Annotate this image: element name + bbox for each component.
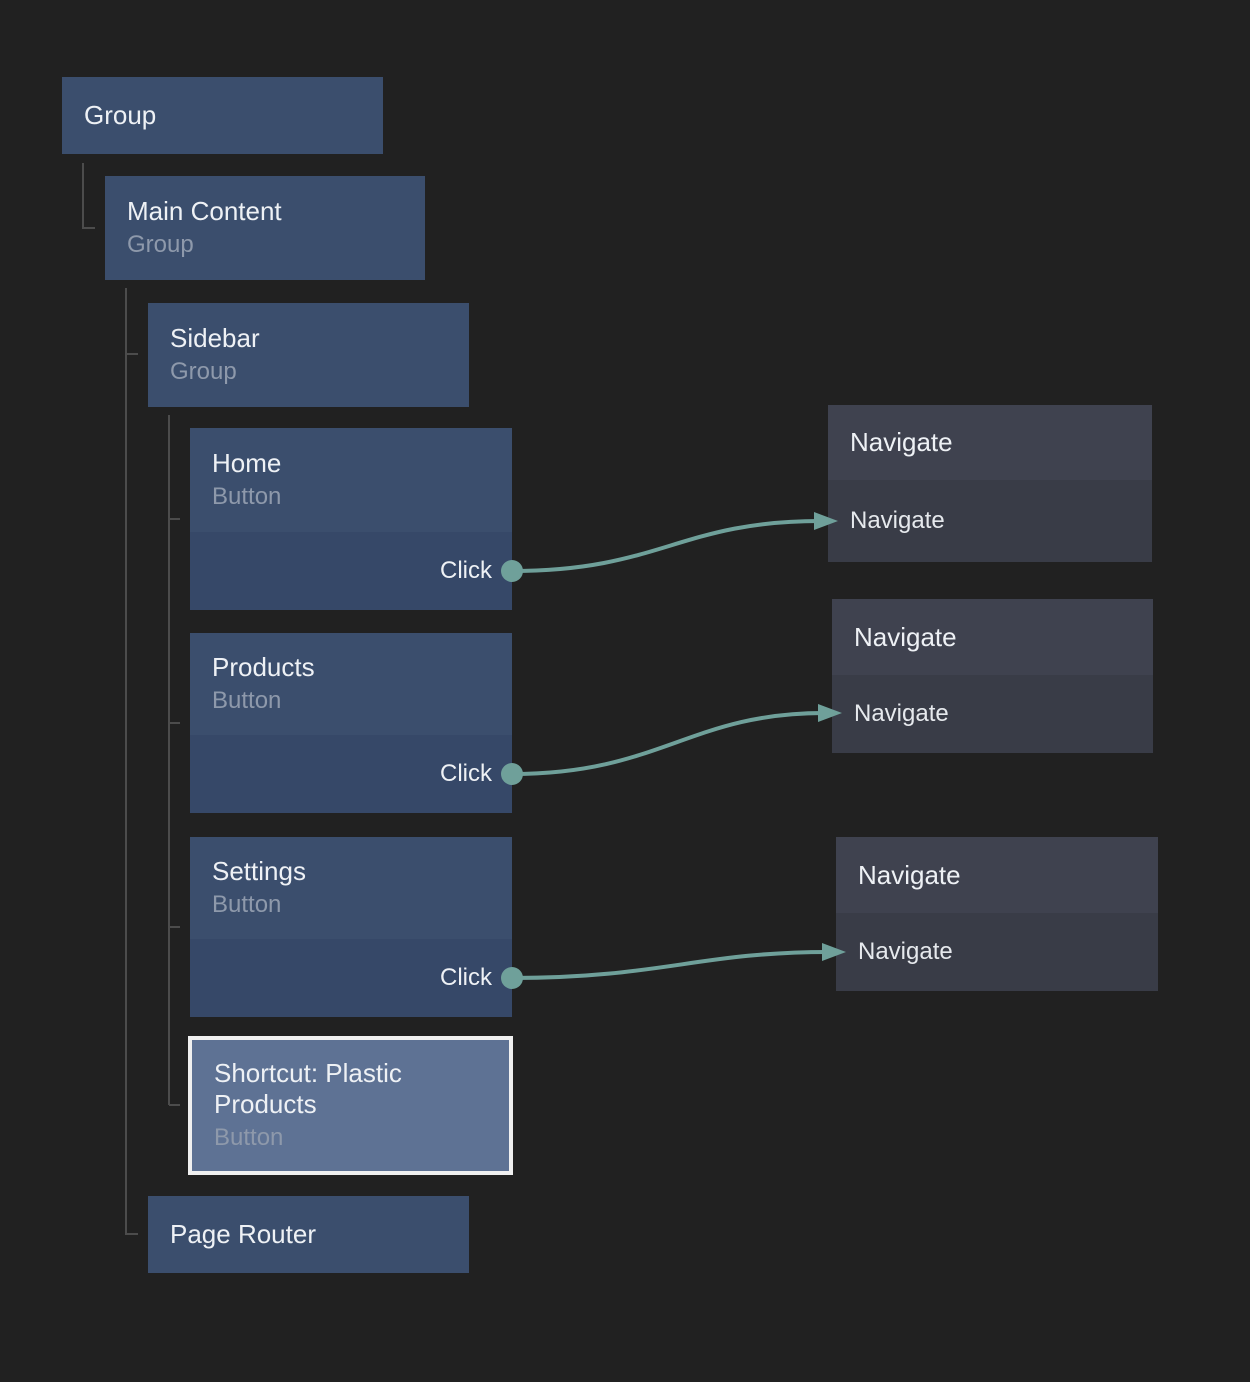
node-navigate-2[interactable]: Navigate Navigate: [832, 599, 1153, 753]
node-type-label: Group: [170, 358, 237, 386]
node-title: Settings: [212, 855, 306, 886]
settings-click-event-port[interactable]: Click: [190, 939, 512, 1017]
node-shortcut-main: Shortcut: Plastic Products Button: [192, 1040, 509, 1171]
navigate-input-port[interactable]: Navigate: [836, 913, 1158, 991]
node-type-label: Button: [212, 891, 282, 919]
node-home-main: Home Button: [190, 428, 512, 532]
node-title: Page Router: [170, 1218, 316, 1249]
node-title: Group: [84, 99, 157, 130]
edge-wire: [511, 711, 825, 776]
node-home-button[interactable]: Home Button Click: [190, 428, 512, 610]
node-group-root[interactable]: Group: [62, 77, 383, 154]
node-title: Home: [212, 447, 282, 478]
node-settings-button[interactable]: Settings Button Click: [190, 837, 512, 1017]
node-page-router-main: Page Router: [148, 1196, 469, 1273]
node-title: Products: [212, 651, 315, 682]
edge-settings-click-to-navigate-3[interactable]: [501, 943, 846, 989]
node-main-content[interactable]: Main Content Group: [105, 176, 425, 280]
tree-line-maincontent-pagerouter: [125, 288, 138, 1235]
tree-line-group-maincontent: [82, 163, 95, 229]
node-settings-main: Settings Button: [190, 837, 512, 939]
node-products-button[interactable]: Products Button Click: [190, 633, 512, 813]
edge-home-click-to-navigate-1[interactable]: [501, 512, 838, 582]
navigate-input-port[interactable]: Navigate: [828, 480, 1152, 562]
node-title: Sidebar: [170, 322, 260, 353]
node-shortcut-plastic-products-selected[interactable]: Shortcut: Plastic Products Button: [188, 1036, 513, 1175]
click-event-label: Click: [440, 557, 492, 584]
node-group-root-main: Group: [62, 77, 383, 154]
node-main-content-main: Main Content Group: [105, 176, 425, 280]
node-navigate-3[interactable]: Navigate Navigate: [836, 837, 1158, 991]
node-sidebar-main: Sidebar Group: [148, 303, 469, 407]
node-products-main: Products Button: [190, 633, 512, 735]
node-page-router[interactable]: Page Router: [148, 1196, 469, 1273]
home-click-event-port[interactable]: Click: [190, 532, 512, 610]
node-title: Main Content: [127, 195, 282, 226]
click-event-label: Click: [440, 760, 492, 787]
edge-products-click-to-navigate-2[interactable]: [501, 704, 842, 785]
node-sidebar[interactable]: Sidebar Group: [148, 303, 469, 407]
click-event-label: Click: [440, 964, 492, 991]
edge-wire: [511, 950, 829, 980]
products-click-event-port[interactable]: Click: [190, 735, 512, 813]
node-title: Shortcut: Plastic Products: [214, 1057, 402, 1119]
node-type-label: Group: [127, 231, 194, 259]
navigate-node-header: Navigate: [832, 599, 1153, 675]
node-type-label: Button: [214, 1124, 284, 1152]
node-type-label: Button: [212, 687, 282, 715]
node-navigate-1[interactable]: Navigate Navigate: [828, 405, 1152, 562]
navigate-input-port[interactable]: Navigate: [832, 675, 1153, 753]
edge-wire: [511, 519, 821, 573]
navigate-node-header: Navigate: [828, 405, 1152, 480]
node-type-label: Button: [212, 483, 282, 511]
navigate-node-header: Navigate: [836, 837, 1158, 913]
